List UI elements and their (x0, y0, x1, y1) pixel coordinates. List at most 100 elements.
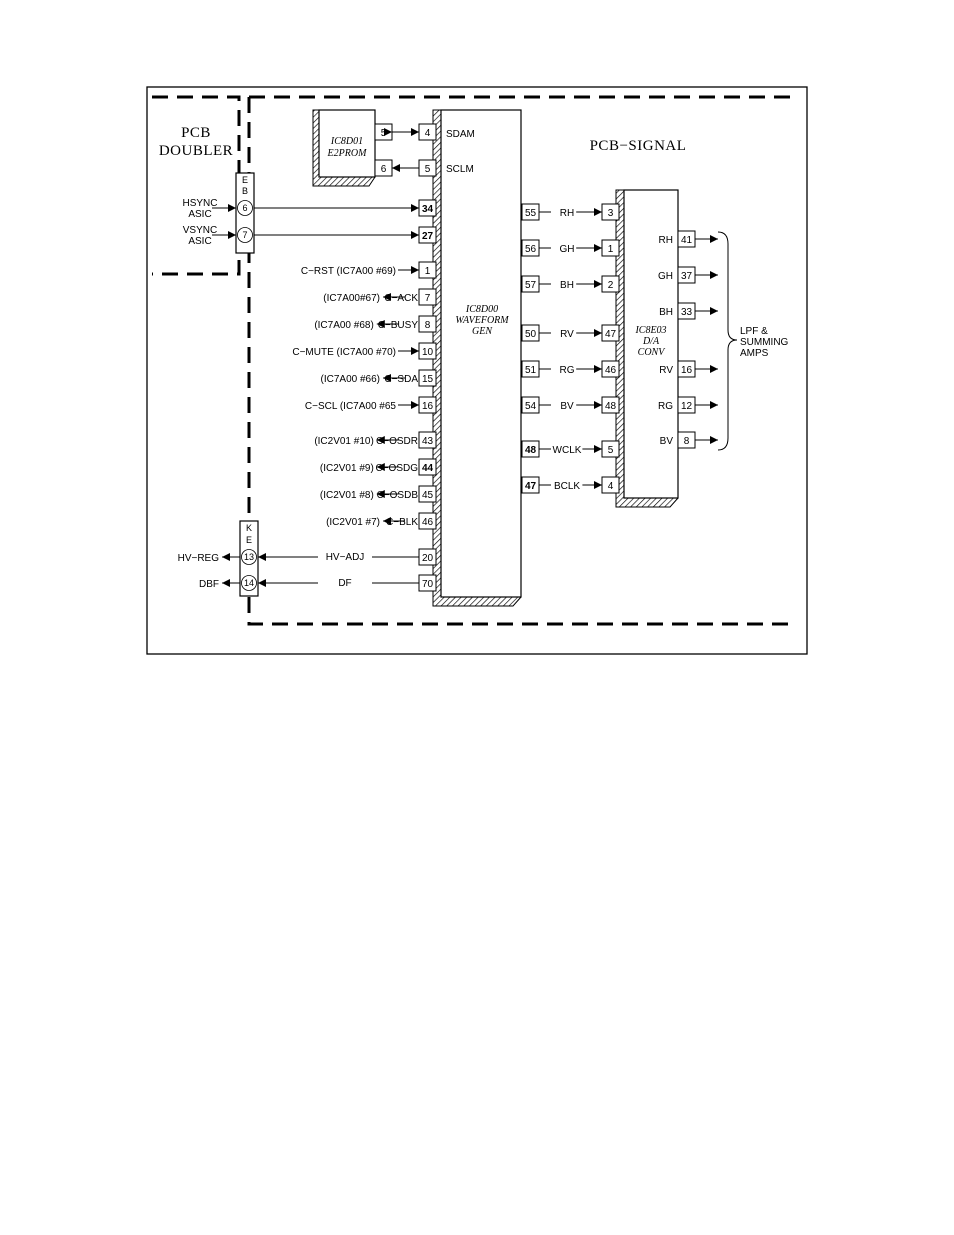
da-out-pin-16: 16 (677, 360, 696, 378)
da-out-pin-37-label: 37 (681, 271, 693, 282)
waveform-pin-43-label: 43 (422, 436, 434, 447)
signal-46: C−BLK (386, 517, 418, 528)
da-out-label-RG: RG (658, 401, 673, 412)
da-conv-ic8e03: IC8E03 D/A CONV (615, 189, 679, 508)
waveform-pin-16: 16 (418, 396, 437, 414)
connector-ke: K E 13 14 (239, 520, 259, 597)
signal-15: C−SDA (384, 374, 418, 385)
waveform-out-pin-56-label: 56 (525, 244, 537, 255)
bottom-label-1: DBF (199, 579, 219, 590)
waveform-out-pin-55-label: 55 (525, 208, 537, 219)
bottom-label-bg-1 (318, 576, 372, 588)
sclm-pin: 5 (425, 164, 431, 175)
mid-signal-6: WCLK (553, 445, 582, 456)
da-in-pin-1-label: 1 (608, 244, 614, 255)
da-out-label-GH: GH (658, 271, 673, 282)
outer-frame (146, 86, 808, 655)
signal-source-45: (IC2V01 #8) (320, 490, 374, 501)
connector-eb-pin-6: 6 (242, 203, 247, 213)
waveform-pin-1: 1 (418, 261, 437, 279)
mid-signal-7: BCLK (554, 481, 580, 492)
mid-signal-2: BH (560, 280, 574, 291)
bottom-label-bg-0 (318, 550, 372, 562)
waveform-pin-8: 8 (418, 315, 437, 333)
bottom-label-0: HV−REG (178, 553, 220, 564)
lpf-brace: LPF & SUMMING AMPS (717, 231, 789, 451)
da-out-label-BV: BV (660, 436, 674, 447)
da-in-pin-46: 46 (601, 360, 620, 378)
da-conv-name-line3: CONV (638, 347, 667, 358)
waveform-pin-1-label: 1 (425, 266, 431, 277)
signal-source-46: (IC2V01 #7) (326, 517, 380, 528)
signal-text-1: C−RST (IC7A00 #69) (301, 266, 396, 277)
waveform-pin-34: 34 (418, 199, 437, 217)
da-in-pin-1: 1 (601, 239, 620, 257)
sdam-label: SDAM (446, 129, 475, 140)
pcb-signal-label: PCB−SIGNAL (590, 138, 687, 154)
da-in-pin-4-label: 4 (608, 481, 614, 492)
da-out-pin-8-label: 8 (684, 436, 690, 447)
waveform-pin-43: 43 (418, 431, 437, 449)
waveform-pin-70-label: 70 (422, 579, 434, 590)
mid-signal-4: RG (560, 365, 575, 376)
waveform-pin-20: 20 (418, 548, 437, 566)
da-out-pin-33-label: 33 (681, 307, 693, 318)
waveform-pin-34-label: 34 (422, 204, 434, 215)
signal-45: C−OSDB (377, 490, 419, 501)
signal-44: C−OSDG (375, 463, 418, 474)
connector-eb-pin-7: 7 (242, 230, 247, 240)
sync-label-1-a: VSYNC (183, 225, 217, 236)
waveform-out-pin-51: 51 (521, 360, 540, 378)
waveform-out-pin-48: 48 (521, 440, 540, 458)
da-out-pin-33: 33 (677, 302, 696, 320)
da-in-pin-5: 5 (601, 440, 620, 458)
connector-ke-pin-14: 14 (244, 578, 254, 588)
da-in-pin-5-label: 5 (608, 445, 614, 456)
da-in-pin-47: 47 (601, 324, 620, 342)
lpf-note-line2: SUMMING (740, 337, 789, 348)
mid-signal-1: GH (560, 244, 575, 255)
waveform-gen-name-line1: IC8D00 (465, 304, 498, 315)
waveform-gen-name-line3: GEN (472, 326, 493, 337)
sclm-label: SCLM (446, 164, 474, 175)
pcb-doubler-label-line1: PCB (181, 125, 211, 141)
da-out-label-BH: BH (659, 307, 673, 318)
da-out-pin-12-label: 12 (681, 401, 693, 412)
waveform-out-pin-47-label: 47 (525, 481, 537, 492)
connector-eb-letter-2: B (242, 186, 248, 196)
waveform-pin-45-label: 45 (422, 490, 434, 501)
da-out-pin-41-label: 41 (681, 235, 693, 246)
da-in-pin-48: 48 (601, 396, 620, 414)
bottom-signal-1: DF (338, 578, 351, 589)
waveform-pin-15: 15 (418, 369, 437, 387)
signal-source-43: (IC2V01 #10) (314, 436, 373, 447)
waveform-pin-46-label: 46 (422, 517, 434, 528)
da-out-pin-12: 12 (677, 396, 696, 414)
mid-signal-0: RH (560, 208, 574, 219)
da-out-label-RV: RV (659, 365, 673, 376)
lpf-note-line3: AMPS (740, 348, 769, 359)
connector-eb-letter-1: E (242, 175, 248, 185)
waveform-pin-27: 27 (418, 226, 437, 244)
eeprom-pin-6: 6 (381, 164, 387, 175)
waveform-out-pin-54: 54 (521, 396, 540, 414)
sync-label-1-b: ASIC (188, 236, 211, 247)
waveform-pin-10-label: 10 (422, 347, 434, 358)
waveform-out-pin-54-label: 54 (525, 401, 537, 412)
sync-label-0-a: HSYNC (182, 198, 217, 209)
da-out-pin-8: 8 (677, 431, 696, 449)
waveform-pin-10: 10 (418, 342, 437, 360)
waveform-out-pin-48-label: 48 (525, 445, 537, 456)
waveform-pin-27-label: 27 (422, 231, 434, 242)
waveform-out-pin-56: 56 (521, 239, 540, 257)
mid-signal-3: RV (560, 329, 574, 340)
eeprom-name-line1: IC8D01 (330, 136, 363, 147)
da-in-pin-3: 3 (601, 203, 620, 221)
waveform-gen-ic8d00: IC8D00 WAVEFORM GEN SDAM SCLM (432, 109, 522, 607)
lpf-note-line1: LPF & (740, 326, 768, 337)
connector-ke-pin-13: 13 (244, 552, 254, 562)
